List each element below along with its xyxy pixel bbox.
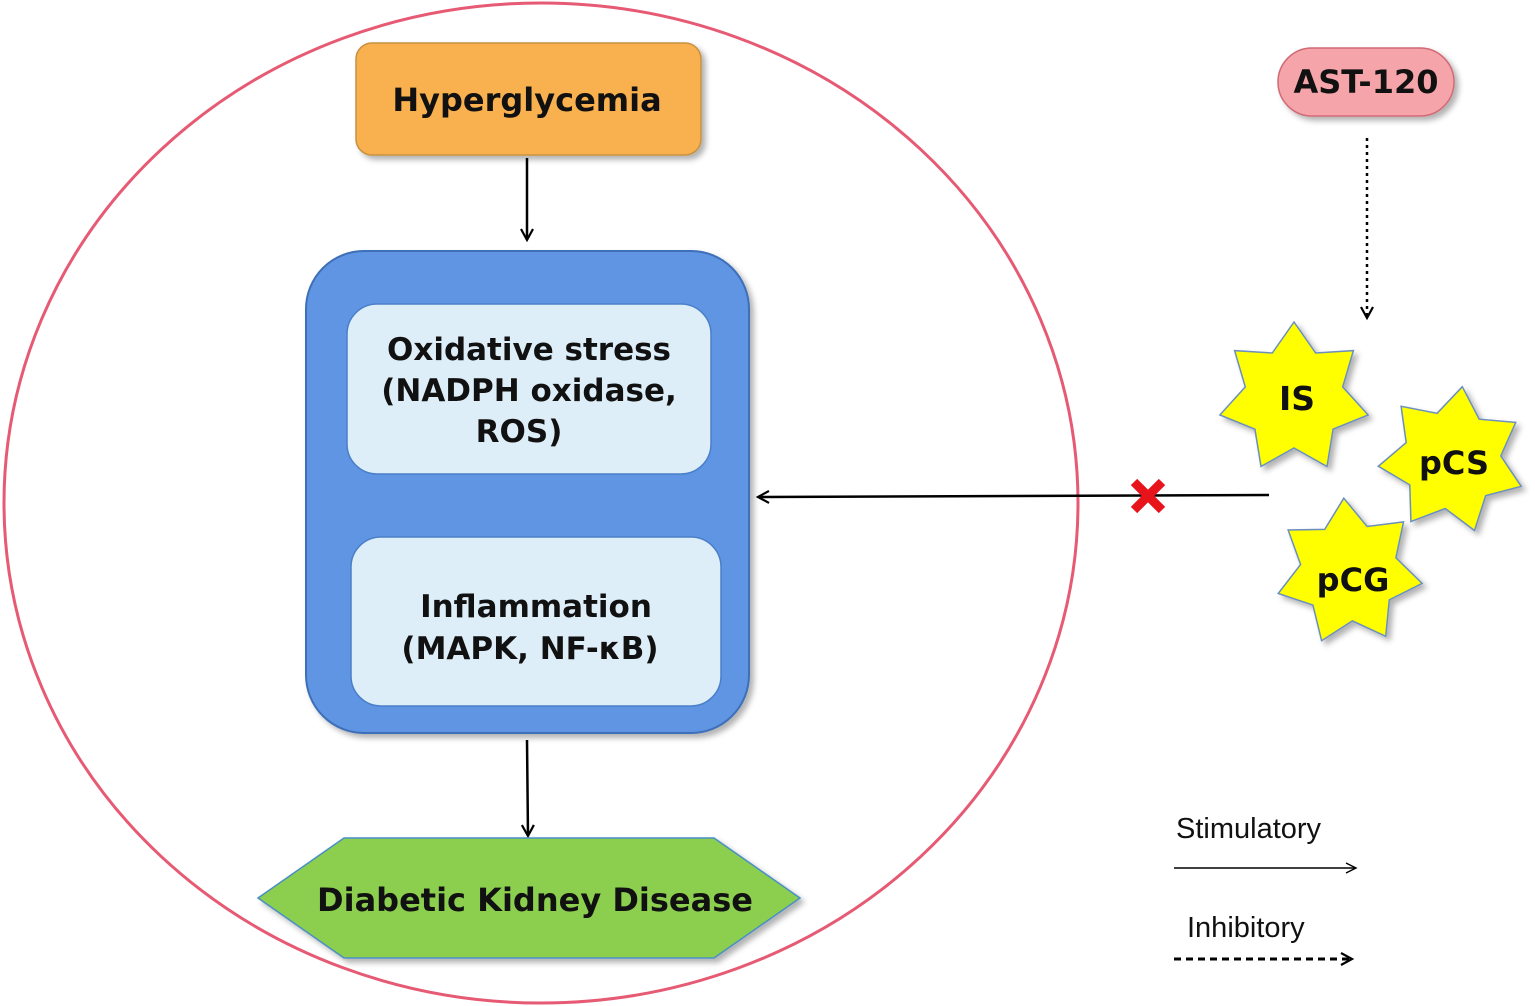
arrow-stress-to-dkd	[520, 739, 535, 839]
ast120-node: AST-120	[1277, 47, 1455, 117]
arrow-toxins-to-mechanism	[755, 489, 1270, 504]
toxin-star-pcg: pCG	[1276, 496, 1424, 642]
oxidative-stress-node: Oxidative stress (NADPH oxidase, ROS)	[346, 303, 712, 475]
mechanism-box: Oxidative stress (NADPH oxidase, ROS) In…	[305, 250, 750, 734]
diabetic-kidney-disease-node: Diabetic Kidney Disease	[256, 837, 802, 959]
inflammation-line1: Inflammation	[420, 589, 652, 625]
cell-boundary-circle	[2, 1, 1080, 1005]
legend-inhibitory-label: Inhibitory	[1187, 912, 1305, 944]
ast120-label: AST-120	[1293, 63, 1438, 101]
toxin-star-is: IS	[1218, 320, 1370, 468]
inflammation-line2: (MAPK, NF-κB)	[401, 631, 658, 667]
toxin-label-pcg: pCG	[1317, 561, 1390, 599]
block-cross-icon	[1130, 478, 1166, 514]
toxin-star-pcs: pCS	[1377, 385, 1523, 532]
dkd-label: Diabetic Kidney Disease	[317, 881, 753, 919]
oxidative-stress-line3: ROS)	[476, 414, 563, 450]
legend-stimulatory-label: Stimulatory	[1176, 813, 1322, 845]
toxin-label-pcs: pCS	[1419, 444, 1489, 482]
legend: Stimulatory Inhibitory	[1174, 813, 1358, 966]
toxin-label-is: IS	[1279, 379, 1315, 418]
oxidative-stress-line2: (NADPH oxidase,	[381, 373, 677, 409]
hyperglycemia-node: Hyperglycemia	[355, 42, 702, 156]
oxidative-stress-line1: Oxidative stress	[387, 332, 671, 368]
hyperglycemia-label: Hyperglycemia	[392, 81, 661, 119]
inflammation-node: Inflammation (MAPK, NF-κB)	[350, 536, 722, 707]
